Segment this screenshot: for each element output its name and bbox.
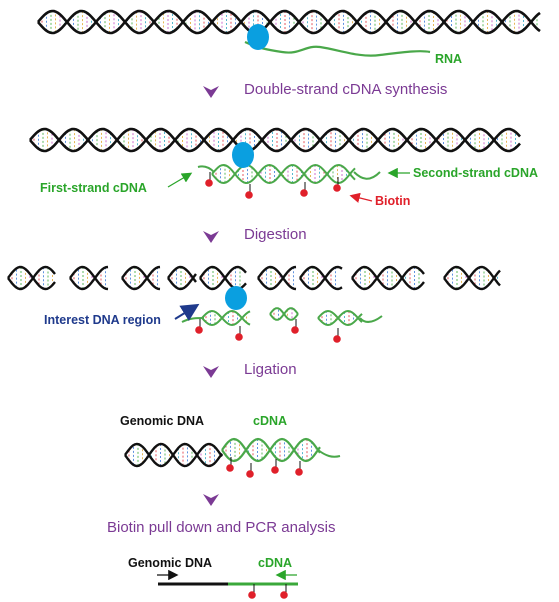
biotin-2-2-dot <box>300 189 308 197</box>
biotin-4-3-dot <box>295 468 303 476</box>
biotin-pointer <box>349 192 373 203</box>
biotin-3-0-dot <box>195 326 203 334</box>
step-arrow-1 <box>203 86 219 98</box>
cdna-double-strand <box>197 163 381 185</box>
genomic-dna-label-1: Genomic DNA <box>120 414 204 428</box>
biotin-3-1-dot <box>235 333 243 341</box>
cdna-frag-b-strand-b <box>269 307 299 321</box>
biotin-2-1-dot <box>245 191 253 199</box>
biotin-label: Biotin <box>375 194 410 208</box>
second-strand-label: Second-strand cDNA <box>413 166 538 180</box>
biotin-markers-2 <box>205 172 341 199</box>
cdna-frag-c-tail <box>359 315 383 324</box>
protein-blob-3 <box>225 286 247 310</box>
dna-fragment-6-strand-b <box>299 265 343 291</box>
cdna-fragments <box>181 307 383 327</box>
cdna-frag-c-strand-a <box>317 309 363 327</box>
protein-blob-1 <box>247 24 269 50</box>
dna-fragment-6-strand-a <box>299 265 343 291</box>
protein-blob-2 <box>232 142 254 168</box>
ligated-helix <box>124 437 341 468</box>
dna-fragment-8-strand-b <box>443 265 501 291</box>
dna-fragment-5-strand-a <box>257 265 297 291</box>
cdna-label-2: cDNA <box>258 556 292 570</box>
dna-fragment-2-strand-a <box>121 265 161 291</box>
cdna-tail-left <box>197 165 215 173</box>
ligated-genomic-strand-b <box>124 442 223 468</box>
biotin-dot-5a <box>248 591 256 599</box>
dna-helix-second <box>29 127 521 153</box>
rna-strand <box>244 41 431 57</box>
biotin-markers-3 <box>195 319 341 343</box>
dna-fragment-4-strand-a <box>199 265 247 291</box>
step-arrow-2 <box>203 231 219 243</box>
step-label-pulldown: Biotin pull down and PCR analysis <box>107 519 335 536</box>
cdna-frag-c-strand-b <box>317 309 363 327</box>
ligated-cdna-strand-b <box>221 437 321 463</box>
biotin-2-0-dot <box>205 179 213 187</box>
cdna-helix-strand-b <box>211 163 356 185</box>
biotin-4-2-dot <box>271 466 279 474</box>
dna-fragment-0-strand-b <box>7 265 56 291</box>
biotin-4-0-dot <box>226 464 234 472</box>
dna-fragment-7-strand-b <box>351 265 425 291</box>
dna-fragment-1-strand-b <box>69 265 109 291</box>
biotin-3-3-dot <box>333 335 341 343</box>
first-strand-pointer <box>167 172 193 188</box>
cdna-tail-right <box>353 171 381 180</box>
step-arrow-4 <box>203 494 219 506</box>
genomic-dna-label-2: Genomic DNA <box>128 556 212 570</box>
dna-fragment-2-strand-b <box>121 265 161 291</box>
dna-fragment-5-strand-b <box>257 265 297 291</box>
interest-region-label: Interest DNA region <box>44 313 161 327</box>
dna-fragment-3-strand-b <box>167 265 197 283</box>
dna-helix-second-strand-b <box>29 127 521 153</box>
cdna-helix-strand-a <box>211 163 356 185</box>
dna-fragment-1-strand-a <box>69 265 109 291</box>
biotin-markers-4 <box>226 457 303 478</box>
dna-fragment-0-strand-a <box>7 265 56 291</box>
dna-fragments <box>7 265 501 291</box>
dna-fragment-7-strand-a <box>351 265 425 291</box>
rna-label: RNA <box>435 52 462 66</box>
dna-fragment-3-strand-a <box>167 273 197 291</box>
cdna-frag-a-tail <box>181 317 205 323</box>
ligated-cdna-tail <box>317 449 341 458</box>
cdna-label-1: cDNA <box>253 414 287 428</box>
interest-region-pointer <box>174 303 200 322</box>
dna-helix-top-strand-b <box>37 9 541 35</box>
biotin-4-1-dot <box>246 470 254 478</box>
step-arrow-3 <box>203 366 219 378</box>
dna-helix-top <box>37 9 541 35</box>
biotin-dot-5b <box>280 591 288 599</box>
step-label-digestion: Digestion <box>244 226 307 243</box>
dna-helix-second-strand-a <box>29 127 521 153</box>
dna-fragment-8-strand-a <box>443 265 501 291</box>
dna-helix-top-strand-a <box>37 9 541 35</box>
step-label-synthesis: Double-strand cDNA synthesis <box>244 81 447 98</box>
cdna-frag-a-strand-b <box>201 309 251 327</box>
step-label-ligation: Ligation <box>244 361 297 378</box>
ligated-cdna-strand-a <box>221 437 321 463</box>
biotin-3-2-dot <box>291 326 299 334</box>
first-strand-label: First-strand cDNA <box>40 181 147 195</box>
biotin-2-3-dot <box>333 184 341 192</box>
